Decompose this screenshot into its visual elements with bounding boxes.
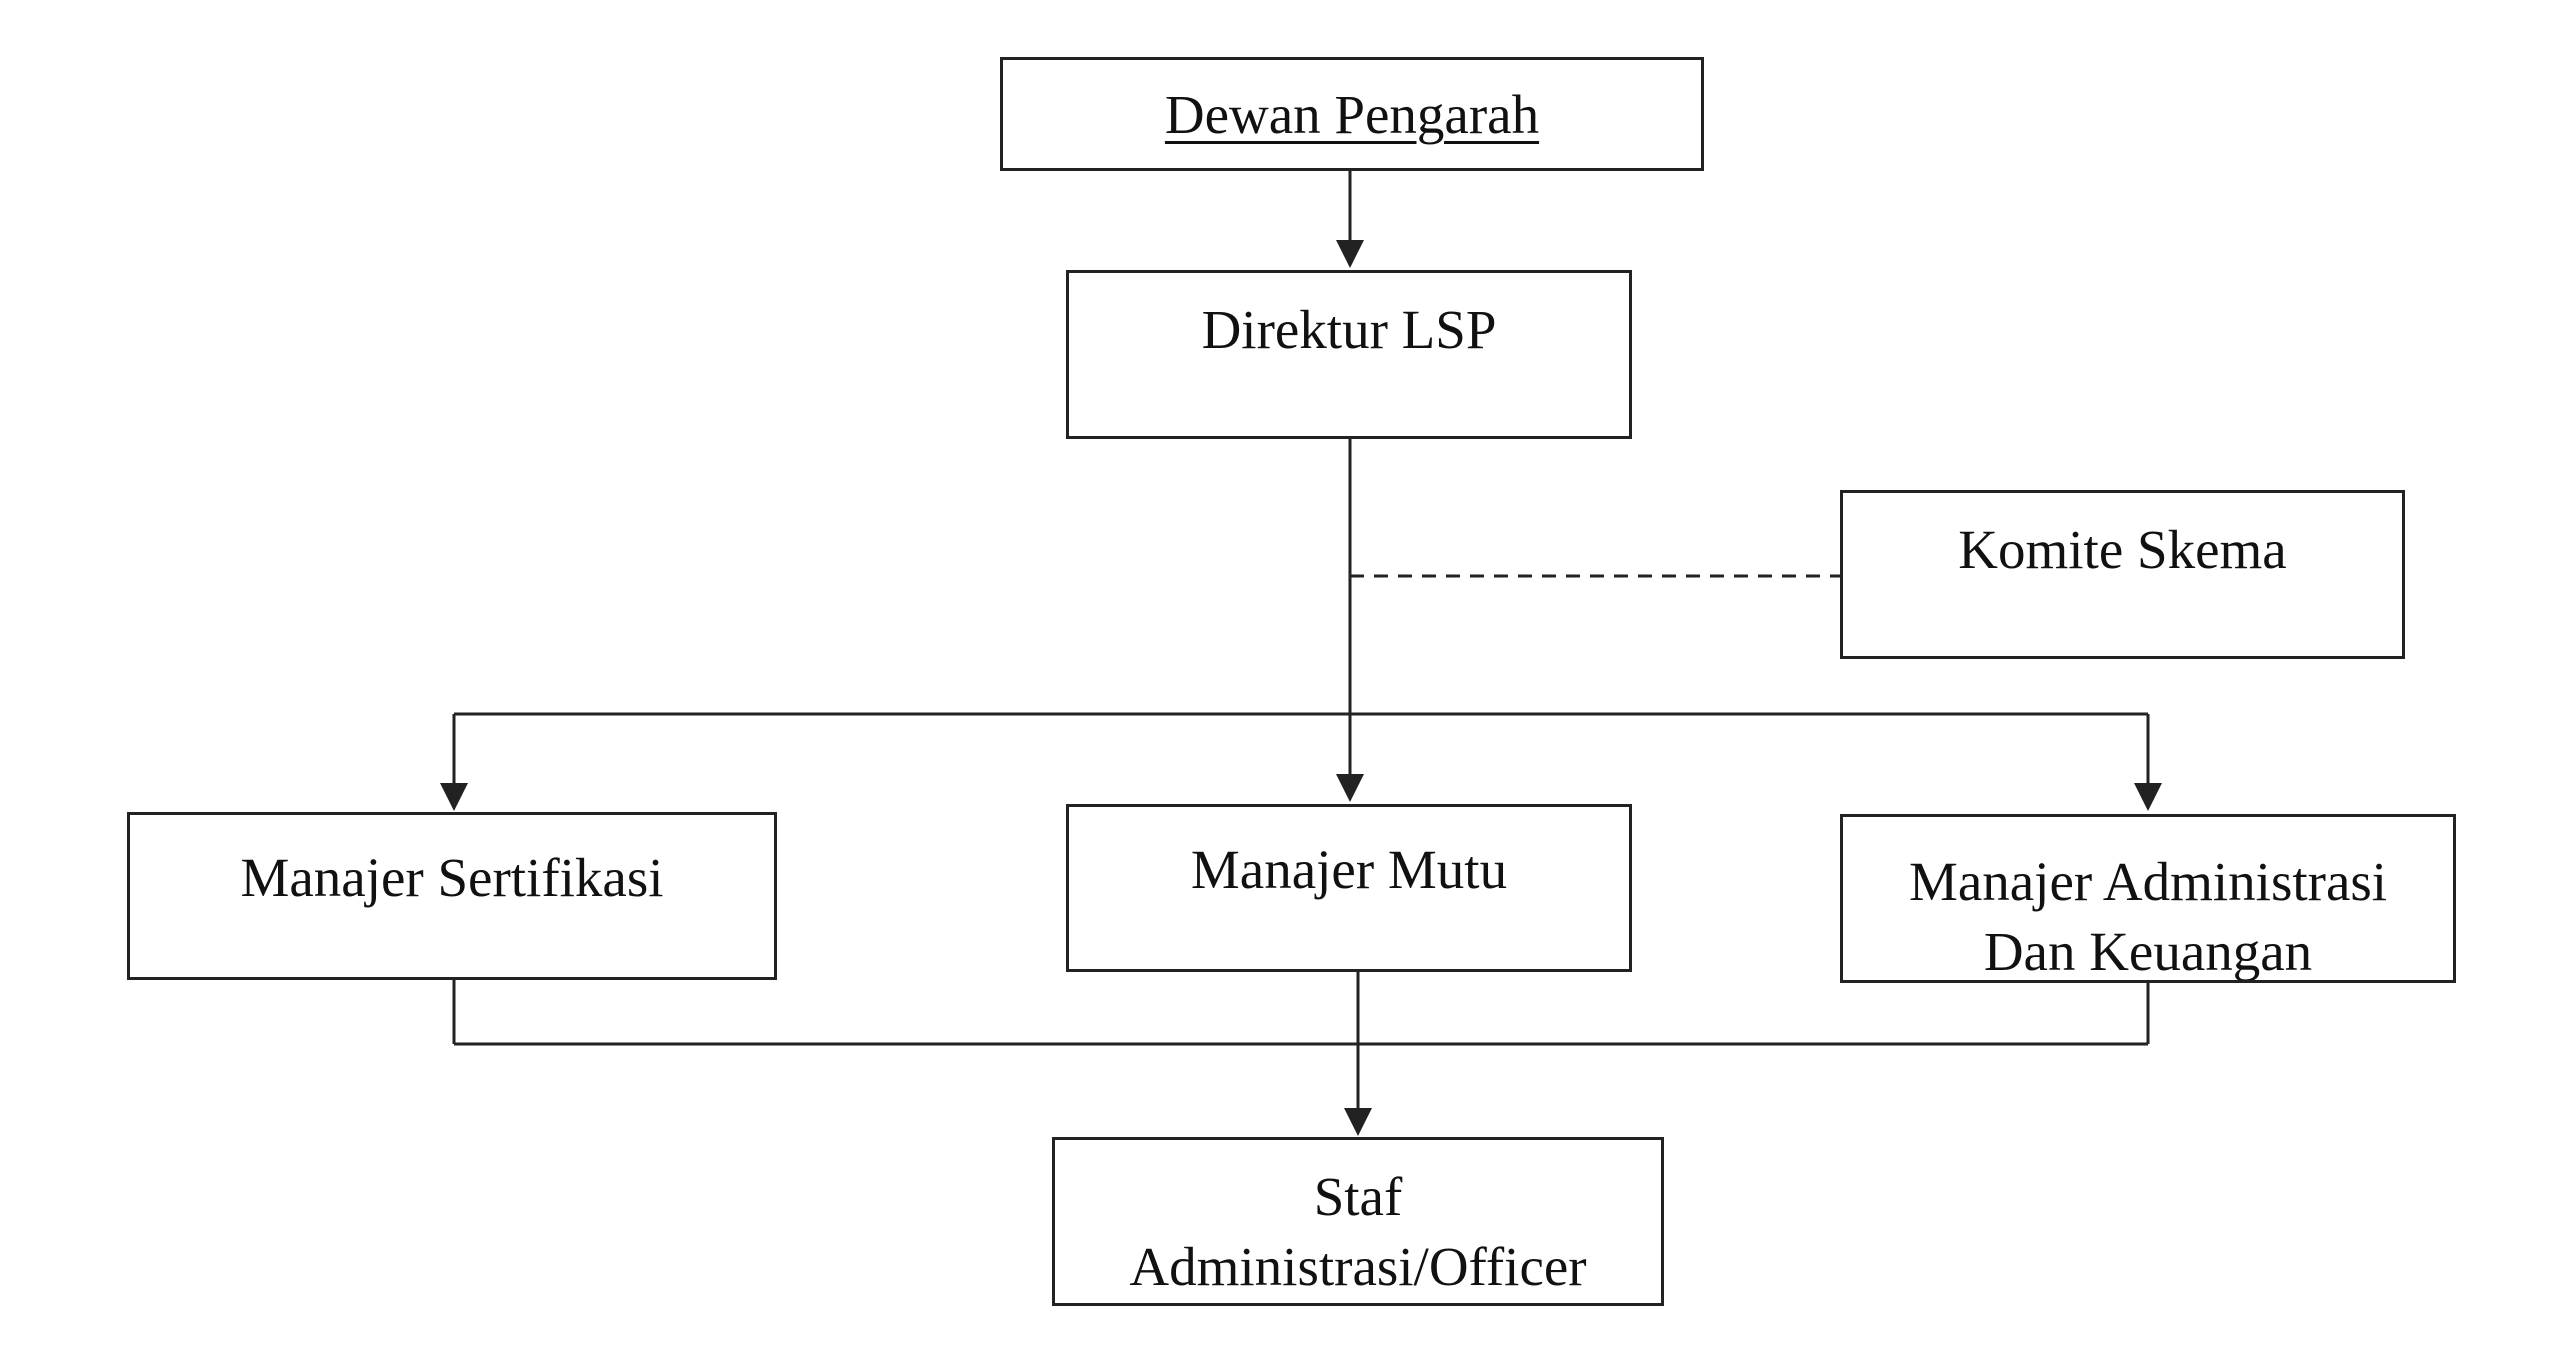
node-label-line2: Dan Keuangan — [1983, 921, 2313, 982]
node-manajer-administrasi: Manajer Administrasi Dan Keuangan — [1840, 814, 2456, 983]
node-label-line1: Staf — [1313, 1166, 1403, 1227]
node-label: Direktur LSP — [1201, 299, 1497, 360]
node-dewan-pengarah: Dewan Pengarah — [1000, 57, 1704, 171]
node-label: Komite Skema — [1958, 519, 2287, 580]
node-direktur-lsp: Direktur LSP — [1066, 270, 1632, 439]
node-label: Dewan Pengarah — [1164, 84, 1540, 145]
node-manajer-sertifikasi: Manajer Sertifikasi — [127, 812, 777, 980]
node-label: Manajer Sertifikasi — [240, 847, 664, 908]
node-label: Manajer Mutu — [1190, 839, 1508, 900]
node-label-line1: Manajer Administrasi — [1908, 851, 2388, 912]
node-staf-administrasi: Staf Administrasi/Officer — [1052, 1137, 1664, 1306]
arrowhead-staf — [1344, 1108, 1372, 1136]
arrowhead-sertifikasi — [440, 783, 468, 811]
node-komite-skema: Komite Skema — [1840, 490, 2405, 659]
node-label-line2: Administrasi/Officer — [1129, 1236, 1587, 1297]
node-manajer-mutu: Manajer Mutu — [1066, 804, 1632, 972]
arrowhead-direktur — [1336, 240, 1364, 268]
arrowhead-mutu — [1336, 774, 1364, 802]
arrowhead-administrasi — [2134, 783, 2162, 811]
